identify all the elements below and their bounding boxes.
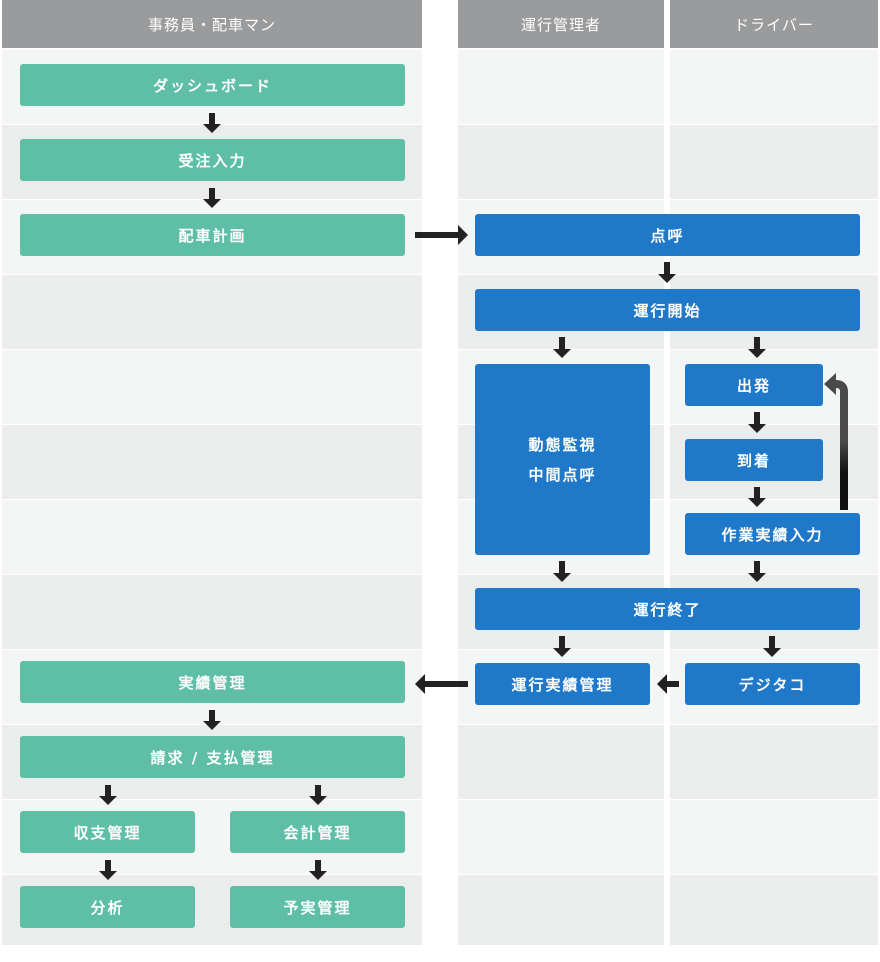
- node-order-entry[interactable]: 受注入力: [20, 139, 405, 181]
- lane-band: [670, 50, 878, 124]
- lane-band: [2, 500, 422, 574]
- arrow-down: [553, 561, 571, 582]
- arrow-down: [553, 636, 571, 657]
- node-billing-payment-mgmt[interactable]: 請求 / 支払管理: [20, 736, 405, 778]
- lane-band: [458, 800, 664, 874]
- lane-header-manager: 運行管理者: [458, 0, 664, 48]
- node-accounting-mgmt[interactable]: 会計管理: [230, 811, 405, 853]
- arrow-down: [309, 785, 327, 805]
- node-monitoring[interactable]: 動態監視 中間点呼: [475, 364, 650, 555]
- loop-arrowhead: [824, 373, 836, 395]
- node-departure[interactable]: 出発: [685, 364, 823, 406]
- node-roll-call[interactable]: 点呼: [475, 214, 860, 256]
- lane-band: [670, 725, 878, 799]
- node-monitoring-line2: 中間点呼: [528, 465, 597, 484]
- node-work-record-entry[interactable]: 作業実績入力: [685, 513, 860, 555]
- arrow-down: [553, 337, 571, 358]
- arrow-down: [203, 188, 221, 208]
- node-dashboard[interactable]: ダッシュボード: [20, 64, 405, 106]
- lane-band: [670, 800, 878, 874]
- lane-band: [458, 875, 664, 945]
- arrow-down: [748, 337, 766, 358]
- arrow-down: [203, 113, 221, 133]
- lane-band: [2, 425, 422, 499]
- node-record-mgmt[interactable]: 実績管理: [20, 661, 405, 703]
- lane-header-staff: 事務員・配車マン: [2, 0, 422, 48]
- node-dispatch-plan[interactable]: 配車計画: [20, 214, 405, 256]
- node-arrival[interactable]: 到着: [685, 439, 823, 481]
- node-operation-end[interactable]: 運行終了: [475, 588, 860, 630]
- lane-band: [458, 725, 664, 799]
- arrow-right: [415, 225, 468, 245]
- lane-band: [670, 875, 878, 945]
- node-operation-record-mgmt[interactable]: 運行実績管理: [475, 663, 650, 705]
- arrow-down: [658, 262, 676, 283]
- arrow-down: [748, 561, 766, 582]
- arrow-down: [309, 860, 327, 880]
- node-monitoring-line1: 動態監視: [528, 435, 597, 454]
- lane-header-driver: ドライバー: [670, 0, 878, 48]
- loop-arrow: [833, 380, 848, 510]
- lane-band: [458, 125, 664, 199]
- lane-band: [2, 575, 422, 649]
- node-analysis[interactable]: 分析: [20, 886, 195, 928]
- node-digital-tacho[interactable]: デジタコ: [685, 663, 860, 705]
- arrow-down: [748, 487, 766, 507]
- arrow-left: [657, 674, 679, 694]
- arrow-down: [748, 412, 766, 433]
- lane-band: [670, 125, 878, 199]
- lane-band: [2, 350, 422, 424]
- arrow-down: [99, 860, 117, 880]
- arrow-left: [415, 674, 468, 694]
- arrow-down: [99, 785, 117, 805]
- node-operation-start[interactable]: 運行開始: [475, 289, 860, 331]
- arrow-down: [763, 636, 781, 657]
- node-budget-mgmt[interactable]: 予実管理: [230, 886, 405, 928]
- arrow-down: [203, 710, 221, 730]
- lane-band: [2, 275, 422, 349]
- lane-band: [458, 50, 664, 124]
- node-balance-mgmt[interactable]: 収支管理: [20, 811, 195, 853]
